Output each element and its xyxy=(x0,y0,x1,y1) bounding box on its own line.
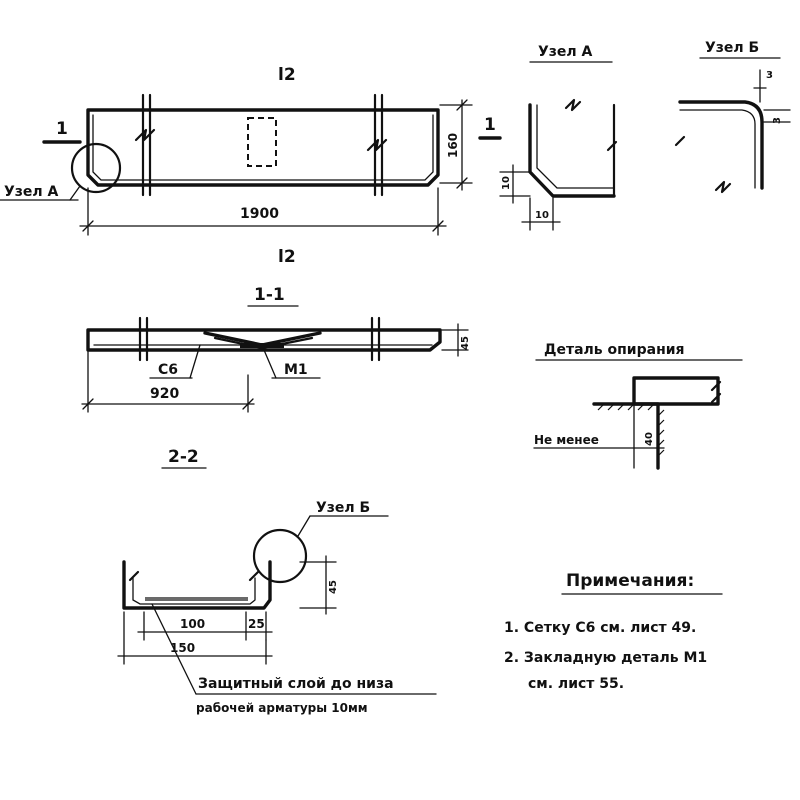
l2-bottom-label: l2 xyxy=(278,247,296,267)
support-hatch xyxy=(597,403,665,457)
note-1: 1. Сетку С6 см. лист 49. xyxy=(504,620,696,636)
section-1-1-thickness-dim: 45 xyxy=(460,336,471,350)
protective-layer-line2: рабочей арматуры 10мм xyxy=(196,701,368,715)
plan-view: 160 1900 l2 l2 1 Узел А xyxy=(0,65,473,267)
section-2-2-offset-dim: 25 xyxy=(248,617,265,631)
uzel-a-vertical-dim: 10 xyxy=(501,176,512,190)
bearing-detail: Деталь опирания Не менее 40 xyxy=(533,342,743,470)
section-mark-mid: 1 xyxy=(484,115,496,135)
part-m1-label: М1 xyxy=(284,362,308,378)
uzel-a-horizontal-dim: 10 xyxy=(535,210,549,221)
notes-title: Примечания: xyxy=(566,571,694,591)
not-less-label: Не менее xyxy=(534,433,599,447)
notes-block: Примечания: 1. Сетку С6 см. лист 49. 2. … xyxy=(504,571,723,692)
plan-length-dim: 1900 xyxy=(240,206,279,222)
uzel-b-side-dim: 3 xyxy=(772,117,783,124)
protective-layer-line1: Защитный слой до низа xyxy=(198,676,394,692)
node-a-detail: Узел А 1 10 10 xyxy=(478,44,618,231)
note-2-cont: см. лист 55. xyxy=(528,676,624,692)
detail-title: Деталь опирания xyxy=(544,342,685,358)
section-1-1-half-dim: 920 xyxy=(150,386,179,402)
uzel-b-title: Узел Б xyxy=(705,40,759,56)
section-2-2-inner-dim: 100 xyxy=(180,617,205,631)
bearing-min-dim: 40 xyxy=(644,432,655,446)
node-b-detail: Узел Б 3 3 xyxy=(674,40,791,194)
section-2-2: 2-2 Узел Б 45 100 25 150 Защитный сл xyxy=(117,447,437,715)
section-1-1-title: 1-1 xyxy=(254,285,285,305)
section-mark-left: 1 xyxy=(56,119,68,139)
section-2-2-height-dim: 45 xyxy=(328,580,339,594)
uzel-b-top-dim: 3 xyxy=(766,70,773,81)
uzel-b-callout: Узел Б xyxy=(316,500,370,516)
uzel-a-callout: Узел А xyxy=(4,184,59,200)
section-2-2-width-dim: 150 xyxy=(170,641,195,655)
uzel-a-title: Узел А xyxy=(538,44,593,60)
l2-top-label: l2 xyxy=(278,65,296,85)
section-2-2-title: 2-2 xyxy=(168,447,199,467)
plan-height-dim: 160 xyxy=(446,133,460,158)
section-1-1: 1-1 45 С6 М1 920 xyxy=(81,285,471,413)
note-2: 2. Закладную деталь М1 xyxy=(504,650,707,666)
mesh-c6-label: С6 xyxy=(158,362,178,378)
